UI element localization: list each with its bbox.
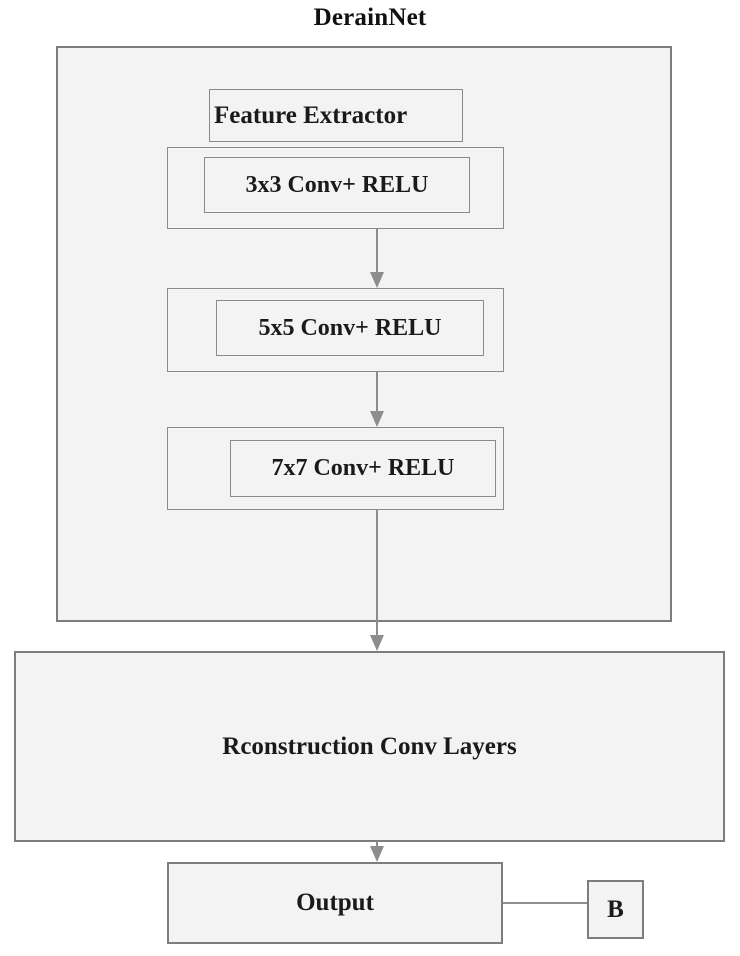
arrow-reconstruction-to-output xyxy=(370,842,384,862)
conv-block-3x3: 3x3 Conv+ RELU xyxy=(204,157,470,213)
conv-block-5x5: 5x5 Conv+ RELU xyxy=(216,300,484,356)
conv-block-5x5-label: 5x5 Conv+ RELU xyxy=(258,314,442,341)
residual-b-label: B xyxy=(607,895,624,923)
output-label: Output xyxy=(296,889,374,916)
feature-extractor-label: Feature Extractor xyxy=(214,101,408,129)
conv-block-7x7-label: 7x7 Conv+ RELU xyxy=(271,455,455,481)
feature-extractor-label-box: Feature Extractor xyxy=(209,89,463,142)
output-box: Output xyxy=(167,862,503,944)
page-title: DerainNet xyxy=(313,4,427,31)
conv-block-3x3-label: 3x3 Conv+ RELU xyxy=(245,171,429,198)
conv-block-7x7: 7x7 Conv+ RELU xyxy=(230,440,496,497)
reconstruction-conv-layers-box: Rconstruction Conv Layers xyxy=(14,651,725,842)
residual-b-box: B xyxy=(587,880,644,939)
reconstruction-conv-layers-label: Rconstruction Conv Layers xyxy=(222,732,517,760)
